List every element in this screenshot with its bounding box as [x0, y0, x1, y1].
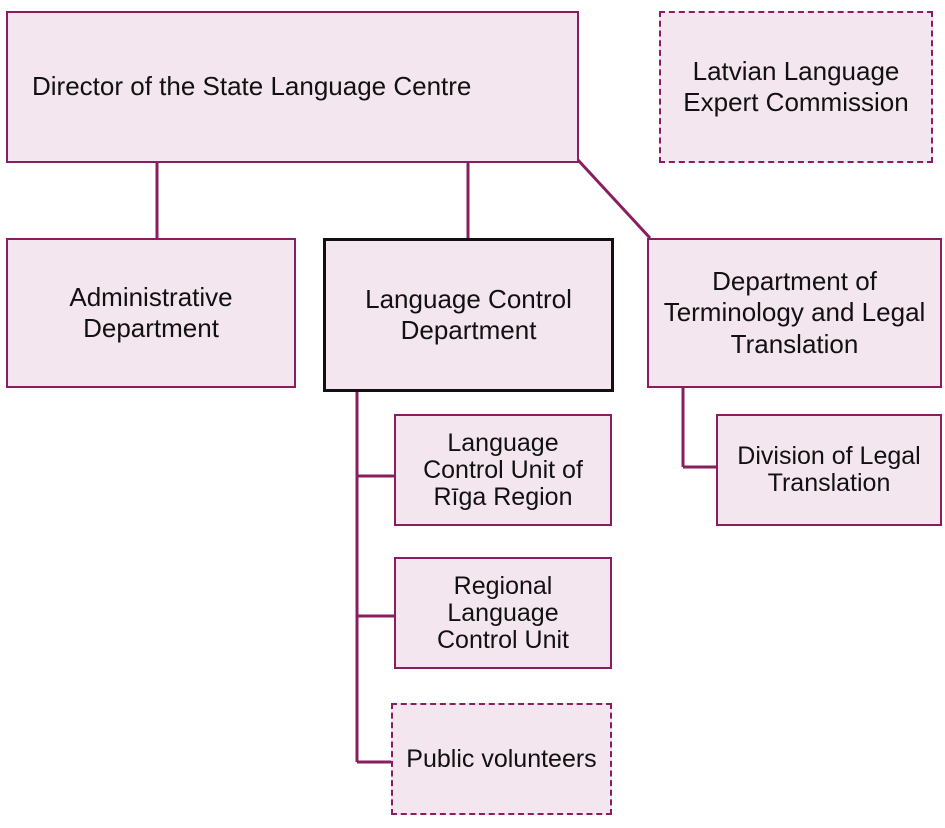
administrative-department-label: Administrative Department [69, 281, 233, 343]
terminology-department-box: Department of Terminology and Legal Tran… [647, 238, 942, 388]
riga-control-unit-box: Language Control Unit of Rīga Region [394, 414, 612, 526]
riga-control-unit-label: Language Control Unit of Rīga Region [423, 428, 583, 511]
legal-translation-division-box: Division of Legal Translation [716, 414, 942, 526]
regional-control-unit-label: Regional Language Control Unit [437, 571, 569, 654]
connector-director-terminology [576, 158, 652, 240]
terminology-department-label: Department of Terminology and Legal Tran… [663, 266, 926, 359]
legal-translation-division-label: Division of Legal Translation [737, 442, 921, 497]
public-volunteers-label: Public volunteers [406, 744, 597, 773]
expert-commission-label: Latvian Language Expert Commission [683, 55, 909, 117]
public-volunteers-box: Public volunteers [391, 703, 612, 815]
director-box: Director of the State Language Centre [6, 11, 579, 163]
regional-control-unit-box: Regional Language Control Unit [394, 557, 612, 669]
director-label: Director of the State Language Centre [32, 71, 472, 102]
expert-commission-box: Latvian Language Expert Commission [659, 11, 933, 163]
administrative-department-box: Administrative Department [6, 238, 296, 388]
language-control-department-box: Language Control Department [323, 238, 614, 392]
language-control-department-label: Language Control Department [365, 283, 572, 345]
